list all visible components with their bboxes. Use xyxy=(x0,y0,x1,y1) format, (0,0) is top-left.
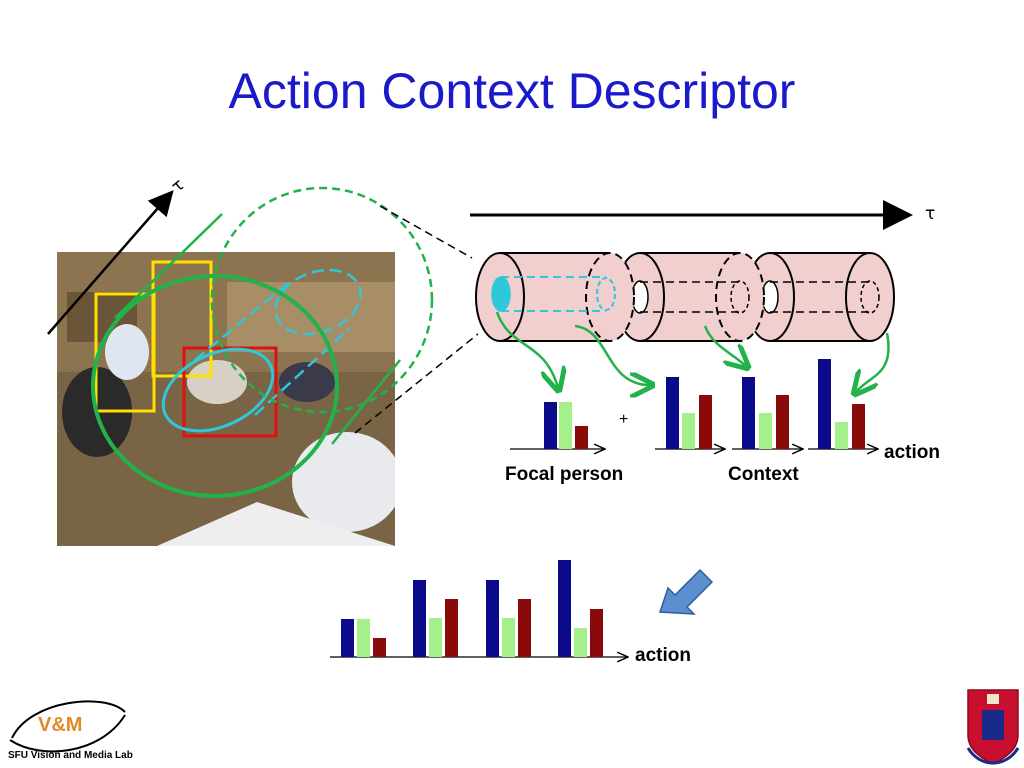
bar-ctx3-blue xyxy=(818,359,831,449)
bar-c2-red xyxy=(445,599,458,657)
focal-ellipse xyxy=(161,347,275,433)
bar-ctx1-green xyxy=(682,413,695,449)
context-circle-future xyxy=(210,186,434,414)
focal-ellipse-future xyxy=(274,268,362,336)
bar-ctx3-green xyxy=(835,422,848,449)
cylinder-2 xyxy=(615,252,765,342)
bar-c4-green xyxy=(574,628,587,657)
bar-focal-green xyxy=(559,402,572,449)
bar-c4-red xyxy=(590,609,603,657)
lab-name: SFU Vision and Media Lab xyxy=(8,750,133,761)
time-axis-left xyxy=(47,190,174,335)
yellow-box-2 xyxy=(151,260,213,378)
university-crest-icon xyxy=(966,689,1020,765)
bar-c3-red xyxy=(518,599,531,657)
bar-c2-green xyxy=(429,618,442,657)
slide-title: Action Context Descriptor xyxy=(228,63,796,119)
context-arrow-3 xyxy=(856,332,890,392)
bar-ctx1-red xyxy=(699,395,712,449)
bar-ctx2-blue xyxy=(742,377,755,449)
bar-ctx2-red xyxy=(776,395,789,449)
histogram-combined xyxy=(330,560,628,657)
bar-c3-green xyxy=(502,618,515,657)
cylinder-3 xyxy=(745,252,895,342)
histogram-focal xyxy=(510,402,605,449)
bar-c1-blue xyxy=(341,619,354,657)
lab-logo: V&M xyxy=(9,700,126,753)
context-circle xyxy=(91,274,339,498)
bar-c2-blue xyxy=(413,580,426,657)
bar-c4-blue xyxy=(558,560,571,657)
histogram-context-3 xyxy=(808,359,878,449)
lab-logo-text: V&M xyxy=(38,714,82,736)
focal-arrow xyxy=(495,311,558,388)
bar-c1-red xyxy=(373,638,386,657)
bar-focal-blue xyxy=(544,402,557,449)
action-label-top: action xyxy=(884,442,940,463)
plus-sign: + xyxy=(619,411,629,428)
bar-c3-blue xyxy=(486,580,499,657)
histogram-context-1 xyxy=(655,377,725,449)
bar-ctx1-blue xyxy=(666,377,679,449)
bar-ctx2-green xyxy=(759,413,772,449)
context-arrow-2 xyxy=(703,325,746,366)
bar-ctx3-red xyxy=(852,404,865,449)
tau-label-top: τ xyxy=(925,204,936,224)
bar-c1-green xyxy=(357,619,370,657)
bar-focal-red xyxy=(575,426,588,449)
action-label-bottom: action xyxy=(635,645,691,666)
histogram-context-2 xyxy=(732,377,803,449)
context-arrow-1 xyxy=(574,324,650,385)
cylinder-1 xyxy=(475,252,635,342)
pointer-arrow-icon xyxy=(658,568,714,615)
focal-person-label: Focal person xyxy=(505,464,624,485)
context-label: Context xyxy=(728,464,799,485)
